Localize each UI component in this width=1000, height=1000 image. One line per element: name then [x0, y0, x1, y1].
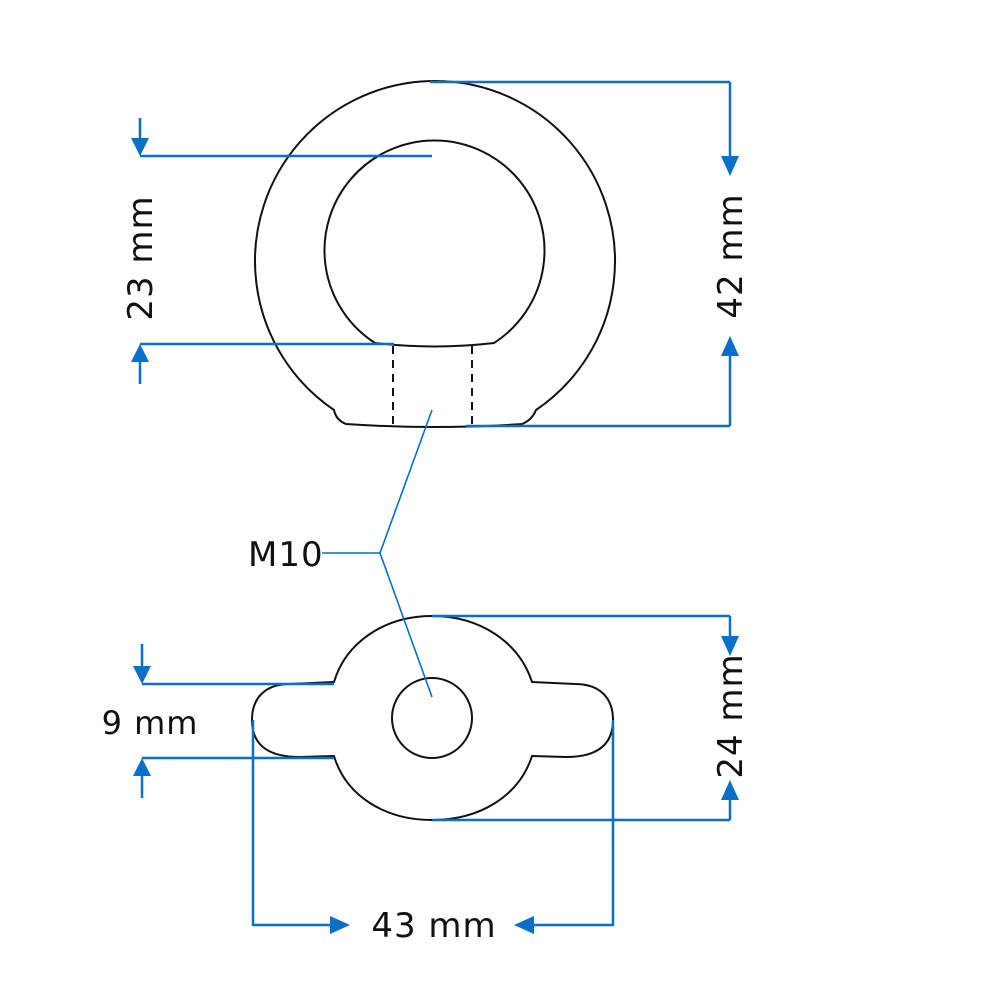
dim-43mm-arrowhead-left	[330, 916, 350, 934]
dimension-9mm: 9 mm	[102, 644, 334, 798]
dim-23mm-arrowhead-bottom	[131, 344, 149, 362]
dim-23mm-arrowhead-top	[131, 138, 149, 156]
wing-nut	[251, 615, 614, 821]
thread-leader-line-lower	[379, 552, 433, 698]
dim-42mm-arrowhead-bottom	[721, 336, 739, 356]
dim-9mm-arrowhead-bottom	[133, 758, 151, 776]
dim-24mm-arrowhead-bottom	[721, 780, 739, 800]
thread-leader-line	[322, 409, 433, 554]
dim-43mm-arrowhead-right	[514, 916, 534, 934]
dim-9mm-label: 9 mm	[102, 704, 199, 742]
dimension-43mm: 43 mm	[251, 720, 615, 946]
dim-24mm-label: 24 mm	[711, 653, 751, 778]
eye-nut-inner-ring	[323, 139, 546, 348]
dim-9mm-arrowhead-top	[133, 666, 151, 684]
eye-nut	[254, 80, 616, 428]
wing-nut-bore	[391, 677, 473, 759]
dimension-42mm: 42 mm	[430, 80, 751, 428]
dim-23mm-label: 23 mm	[121, 195, 161, 320]
thread-callout: M10	[248, 409, 433, 698]
dim-42mm-label: 42 mm	[711, 193, 751, 318]
dimension-24mm: 24 mm	[432, 614, 751, 822]
dim-24mm-arrowhead-top	[721, 636, 739, 656]
dim-43mm-label: 43 mm	[371, 906, 496, 946]
dim-42mm-arrowhead-top	[721, 156, 739, 176]
dimension-23mm: 23 mm	[121, 118, 432, 384]
thread-label: M10	[248, 535, 324, 575]
